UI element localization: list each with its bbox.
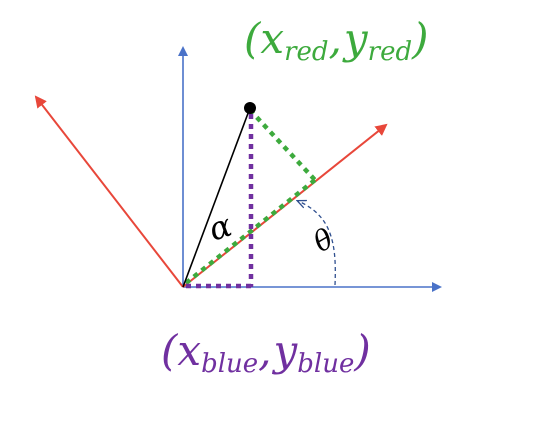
position-vector	[182, 107, 251, 288]
red-x-axis	[182, 123, 388, 288]
vector-tip-point	[244, 102, 256, 114]
red-coordinates-label: (xred,yred)	[244, 14, 429, 67]
red-y-axis	[34, 95, 184, 288]
green-projection-perpendicular	[248, 108, 317, 182]
blue-coordinates-label: (xblue,yblue)	[161, 326, 371, 379]
green-projection-along-red-x	[184, 178, 317, 285]
alpha-label: α	[204, 206, 236, 249]
